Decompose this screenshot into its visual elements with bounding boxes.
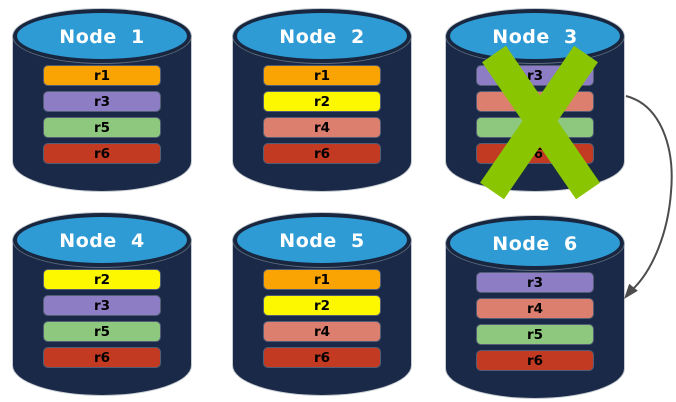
node-1-title: Node 1 [59, 25, 145, 48]
node-4-title: Node 4 [59, 229, 145, 252]
node-5-cylinder-top: Node 5 [233, 213, 411, 267]
node-1-replica-list: r1 r3 r5 r6 [44, 66, 160, 163]
replica-bar: r3 [44, 92, 160, 111]
node-5: Node 5 r1 r2 r4 r6 [233, 213, 411, 395]
replica-bar: r5 [477, 325, 593, 344]
replica-bar: r6 [477, 351, 593, 370]
migration-arrow-line [625, 95, 673, 289]
replica-bar: r1 [44, 66, 160, 85]
node-4-replica-list: r2 r3 r5 r6 [44, 270, 160, 367]
node-2-cylinder-top: Node 2 [233, 9, 411, 63]
replica-bar: r3 [477, 66, 593, 85]
node-6-cylinder-top: Node 6 [446, 216, 624, 270]
replica-bar: r4 [264, 118, 380, 137]
node-4-cylinder-top: Node 4 [13, 213, 191, 267]
replica-bar: r6 [264, 144, 380, 163]
node-2: Node 2 r1 r2 r4 r6 [233, 9, 411, 191]
replica-bar: r2 [44, 270, 160, 289]
replica-bar: r5 [477, 118, 593, 137]
replica-bar: r4 [477, 92, 593, 111]
replica-bar: r1 [264, 270, 380, 289]
node-4: Node 4 r2 r3 r5 r6 [13, 213, 191, 395]
replica-bar: r5 [44, 322, 160, 341]
node-6-replica-list: r3 r4 r5 r6 [477, 273, 593, 370]
replica-bar: r2 [264, 296, 380, 315]
node-2-replica-list: r1 r2 r4 r6 [264, 66, 380, 163]
node-6: Node 6 r3 r4 r5 r6 [446, 216, 624, 398]
node-5-title: Node 5 [279, 229, 365, 252]
replica-bar: r3 [477, 273, 593, 292]
replica-bar: r6 [264, 348, 380, 367]
replica-bar: r5 [44, 118, 160, 137]
node-3: Node 3 r3 r4 r5 r6 [446, 9, 624, 191]
replica-bar: r4 [477, 299, 593, 318]
node-3-title: Node 3 [492, 25, 578, 48]
replica-bar: r3 [44, 296, 160, 315]
replica-bar: r6 [477, 144, 593, 163]
node-3-replica-list: r3 r4 r5 r6 [477, 66, 593, 163]
replica-bar: r6 [44, 348, 160, 367]
node-1-cylinder-top: Node 1 [13, 9, 191, 63]
replica-bar: r2 [264, 92, 380, 111]
node-2-title: Node 2 [279, 25, 365, 48]
migration-arrow [624, 95, 673, 299]
node-3-cylinder-top: Node 3 [446, 9, 624, 63]
replica-bar: r6 [44, 144, 160, 163]
replica-bar: r4 [264, 322, 380, 341]
migration-arrowhead-icon [624, 283, 638, 299]
node-1: Node 1 r1 r3 r5 r6 [13, 9, 191, 191]
replica-bar: r1 [264, 66, 380, 85]
node-6-title: Node 6 [492, 232, 578, 255]
node-5-replica-list: r1 r2 r4 r6 [264, 270, 380, 367]
